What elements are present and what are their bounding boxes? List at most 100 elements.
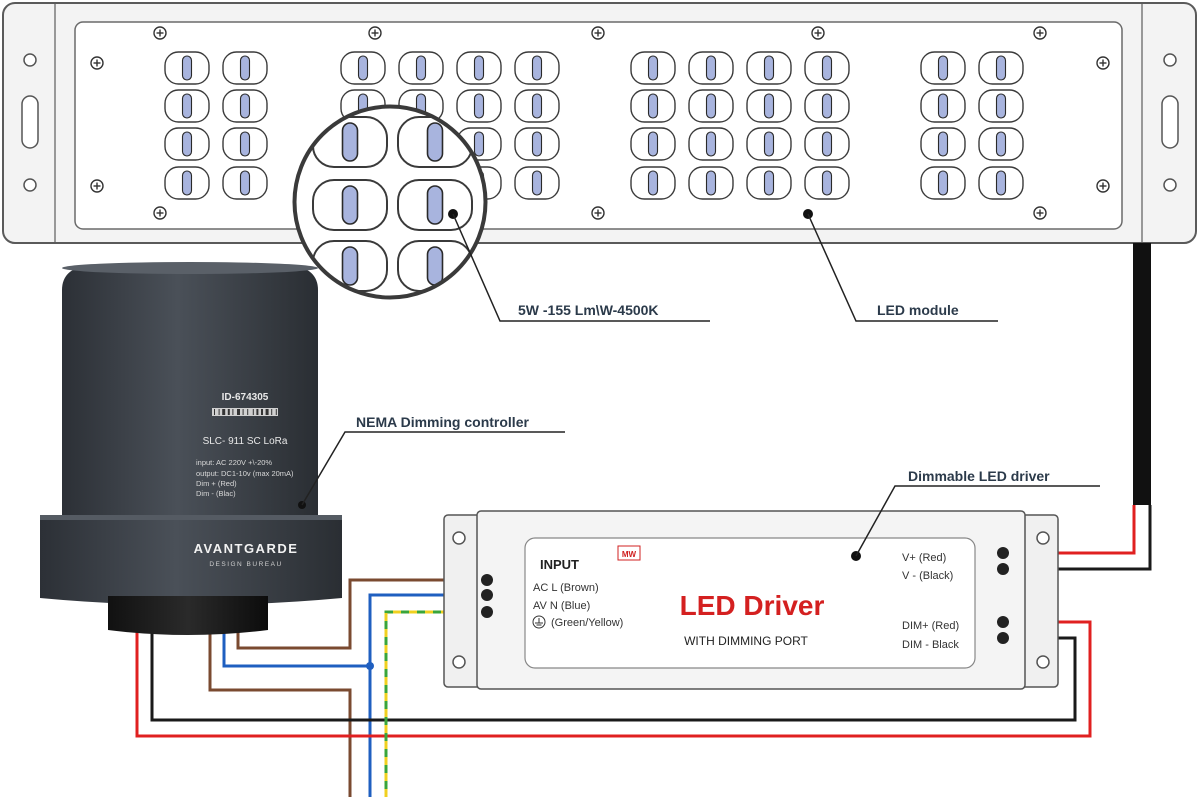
controller-spec-line: input: AC 220V +\-20%: [196, 458, 272, 467]
terminal-dim-plus: [997, 616, 1009, 628]
driver-mount-hole: [1036, 531, 1050, 545]
led-chip: [688, 51, 734, 85]
dim-plus-label: DIM+ (Red): [902, 620, 959, 632]
led-chip: [340, 51, 386, 85]
led-chip: [920, 51, 966, 85]
wire-junction: [366, 662, 374, 670]
mount-hole: [23, 53, 37, 67]
led-chip: [222, 51, 268, 85]
barcode: [212, 408, 278, 416]
mount-slot: [21, 95, 39, 149]
led-module-label: LED module: [877, 302, 959, 318]
callout-led-module: LED module: [803, 209, 998, 322]
screw-icon: [1096, 56, 1110, 70]
led-chip: [688, 166, 734, 200]
screw-icon: [153, 26, 167, 40]
led-chip: [630, 51, 676, 85]
led-chip: [804, 127, 850, 161]
screw-icon: [153, 206, 167, 220]
nema-controller-label: NEMA Dimming controller: [356, 414, 529, 430]
led-chip: [514, 51, 560, 85]
led-chip: [630, 89, 676, 123]
led-chip: [164, 51, 210, 85]
driver-mount-hole: [452, 655, 466, 669]
led-chip: [920, 89, 966, 123]
controller-spec-line: Dim - (Blac): [196, 489, 236, 498]
led-chip: [164, 127, 210, 161]
mount-slot: [1161, 95, 1179, 149]
led-chip: [222, 89, 268, 123]
input-ac-n-label: AV N (Blue): [533, 600, 590, 612]
driver-title: LED Driver: [680, 590, 825, 621]
mount-hole: [1163, 53, 1177, 67]
led-chip: [804, 166, 850, 200]
led-chip: [312, 116, 388, 168]
terminal-earth: [481, 606, 493, 618]
wire-dim-red: [135, 620, 1092, 738]
led-chip: [746, 89, 792, 123]
output-v-plus-label: V+ (Red): [902, 552, 946, 564]
terminal-v-minus: [997, 563, 1009, 575]
led-chip: [746, 127, 792, 161]
callout-dimmable-driver: Dimmable LED driver: [855, 468, 1100, 557]
led-chip: [978, 51, 1024, 85]
driver-mount-hole: [452, 531, 466, 545]
controller-base: [108, 596, 268, 635]
controller-cap: [62, 265, 318, 515]
screw-icon: [811, 26, 825, 40]
screw-icon: [1033, 206, 1047, 220]
brand-badge-text: MW: [622, 550, 637, 559]
wire-brown: [208, 632, 352, 797]
input-ac-l-label: AC L (Brown): [533, 582, 599, 594]
led-chip: [514, 166, 560, 200]
led-chip: [398, 51, 444, 85]
led-chip: [312, 179, 388, 231]
led-chip: [630, 166, 676, 200]
led-chip: [456, 51, 502, 85]
led-driver: INPUT MW AC L (Brown) AV N (Blue) (Green…: [443, 510, 1059, 690]
led-chip: [222, 127, 268, 161]
driver-subtitle: WITH DIMMING PORT: [684, 634, 808, 648]
screw-icon: [90, 179, 104, 193]
led-chip: [514, 89, 560, 123]
terminal-v-plus: [997, 547, 1009, 559]
wiring: [135, 505, 1152, 797]
controller-spec-line: Dim + (Red): [196, 479, 237, 488]
screw-icon: [90, 56, 104, 70]
callout-nema: NEMA Dimming controller: [298, 414, 565, 509]
nema-controller: ID-674305 SLC- 911 SC LoRa input: AC 220…: [40, 262, 342, 635]
screw-icon: [1096, 179, 1110, 193]
terminal-ac-l: [481, 574, 493, 586]
led-chip: [978, 89, 1024, 123]
led-module: [2, 2, 1197, 244]
input-earth-label: (Green/Yellow): [551, 617, 623, 629]
dimmable-driver-label: Dimmable LED driver: [908, 468, 1050, 484]
driver-input-label: INPUT: [540, 557, 579, 572]
module-cable: [1133, 243, 1151, 505]
output-v-minus-label: V - (Black): [902, 570, 953, 582]
led-chip: [920, 127, 966, 161]
brand-logo-text: AVANTGARDE: [194, 541, 299, 556]
controller-skirt: [40, 515, 342, 605]
led-magnifier: [292, 104, 488, 300]
brand-subtitle: DESIGN BUREAU: [209, 561, 282, 568]
led-chip: [804, 51, 850, 85]
led-chip: [397, 179, 473, 231]
controller-id: ID-674305: [222, 392, 269, 403]
led-chip: [164, 89, 210, 123]
led-chip: [688, 89, 734, 123]
led-chip: [630, 127, 676, 161]
screw-icon: [1033, 26, 1047, 40]
wire-brown: [236, 578, 487, 650]
mount-hole: [23, 178, 37, 192]
led-spec-label: 5W -155 Lm\W-4500K: [518, 302, 659, 318]
controller-model: SLC- 911 SC LoRa: [203, 436, 288, 447]
screw-icon: [591, 26, 605, 40]
led-chip: [804, 89, 850, 123]
led-chip: [920, 166, 966, 200]
led-chip: [746, 51, 792, 85]
terminal-ac-n: [481, 589, 493, 601]
screw-icon: [368, 26, 382, 40]
